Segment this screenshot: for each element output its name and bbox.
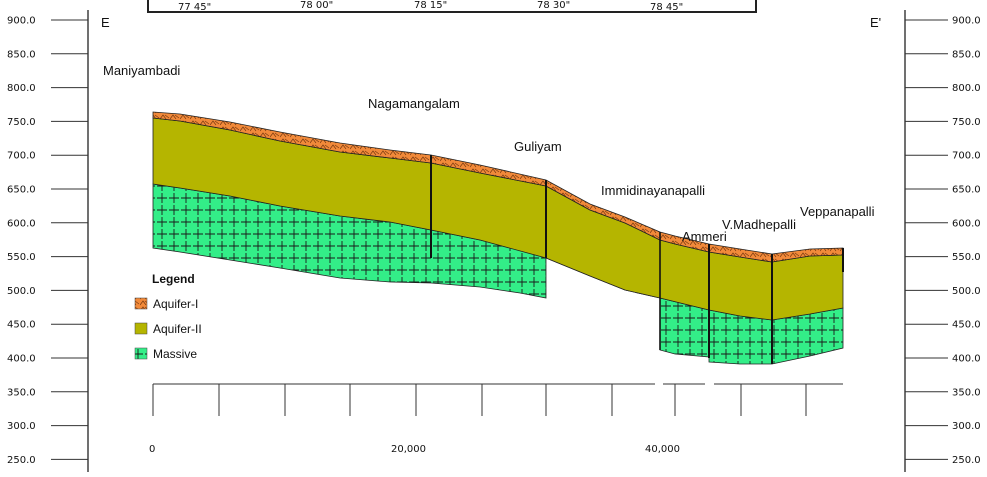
distance-scale-ticks bbox=[152, 384, 807, 416]
elevation-tick-label: 350.0 bbox=[7, 387, 36, 398]
elevation-tick-label: 300.0 bbox=[7, 421, 36, 432]
elevation-tick-label: 500.0 bbox=[7, 286, 36, 297]
section-start-label: E bbox=[101, 15, 110, 30]
elevation-tick-label: 700.0 bbox=[7, 151, 36, 162]
section-end-label: E' bbox=[870, 15, 881, 30]
right-elevation-ticks: 900.0 850.0 800.0 750.0 700.0 650.0 600.0 550.0… bbox=[905, 16, 981, 466]
well-label-guliyam: Guliyam bbox=[514, 139, 562, 154]
elevation-tick-label: 650.0 bbox=[7, 185, 36, 196]
map-strip-frame bbox=[147, 0, 757, 13]
elevation-tick-label: 600.0 bbox=[7, 218, 36, 229]
well-label-nagamangalam: Nagamangalam bbox=[368, 96, 460, 111]
elevation-tick-label: 800.0 bbox=[7, 83, 36, 94]
legend-swatch-aquifer-ii bbox=[134, 322, 148, 335]
legend: Legend Aquifer-I Aquifer-II Massive bbox=[134, 272, 202, 361]
distance-label: 40,000 bbox=[645, 444, 680, 455]
left-elevation-ticks: 900.0 850.0 800.0 750.0 700.0 650.0 600.0 550.0… bbox=[7, 16, 88, 466]
legend-label-aquifer-i: Aquifer-I bbox=[153, 297, 198, 311]
legend-label-massive: Massive bbox=[153, 347, 197, 361]
well-label-ammeri: Ammeri bbox=[682, 229, 727, 244]
longitude-label: 78 45" bbox=[650, 2, 683, 13]
well-label-maniyambadi: Maniyambadi bbox=[103, 63, 180, 78]
elevation-tick-label: 900.0 bbox=[952, 16, 981, 27]
distance-label: 20,000 bbox=[391, 444, 426, 455]
longitude-label: 78 30" bbox=[537, 0, 570, 11]
distance-label: 0 bbox=[149, 444, 155, 455]
elevation-tick-label: 650.0 bbox=[952, 185, 981, 196]
distance-scale: 0 20,000 40,000 bbox=[149, 383, 843, 455]
elevation-tick-label: 400.0 bbox=[7, 354, 36, 365]
elevation-tick-label: 900.0 bbox=[7, 16, 36, 27]
elevation-tick-label: 750.0 bbox=[7, 117, 36, 128]
legend-swatch-massive bbox=[134, 347, 148, 360]
elevation-tick-label: 400.0 bbox=[952, 354, 981, 365]
longitude-label: 78 15" bbox=[414, 0, 447, 11]
well-label-immidinayanapalli: Immidinayanapalli bbox=[601, 183, 705, 198]
elevation-tick-label: 800.0 bbox=[952, 83, 981, 94]
elevation-tick-label: 700.0 bbox=[952, 151, 981, 162]
elevation-tick-label: 850.0 bbox=[952, 49, 981, 60]
elevation-tick-label: 550.0 bbox=[7, 252, 36, 263]
well-label-veppanapalli: Veppanapalli bbox=[800, 204, 875, 219]
longitude-label: 77 45" bbox=[178, 2, 211, 13]
elevation-tick-label: 250.0 bbox=[952, 455, 981, 466]
legend-swatch-aquifer-i bbox=[134, 297, 148, 310]
elevation-tick-label: 300.0 bbox=[952, 421, 981, 432]
legend-label-aquifer-ii: Aquifer-II bbox=[153, 322, 202, 336]
elevation-tick-label: 500.0 bbox=[952, 286, 981, 297]
elevation-tick-label: 850.0 bbox=[7, 49, 36, 60]
elevation-tick-label: 600.0 bbox=[952, 218, 981, 229]
elevation-tick-label: 550.0 bbox=[952, 252, 981, 263]
borehole-lines bbox=[430, 155, 844, 364]
longitude-label: 78 00" bbox=[300, 0, 333, 11]
legend-title: Legend bbox=[152, 272, 195, 286]
elevation-tick-label: 250.0 bbox=[7, 455, 36, 466]
elevation-tick-label: 450.0 bbox=[7, 320, 36, 331]
elevation-tick-label: 350.0 bbox=[952, 387, 981, 398]
elevation-tick-label: 750.0 bbox=[952, 117, 981, 128]
well-label-madhepalli: V.Madhepalli bbox=[722, 217, 796, 232]
elevation-tick-label: 450.0 bbox=[952, 320, 981, 331]
map-strip: 77 45" 78 00" 78 15" 78 30" 78 45" bbox=[147, 0, 757, 13]
